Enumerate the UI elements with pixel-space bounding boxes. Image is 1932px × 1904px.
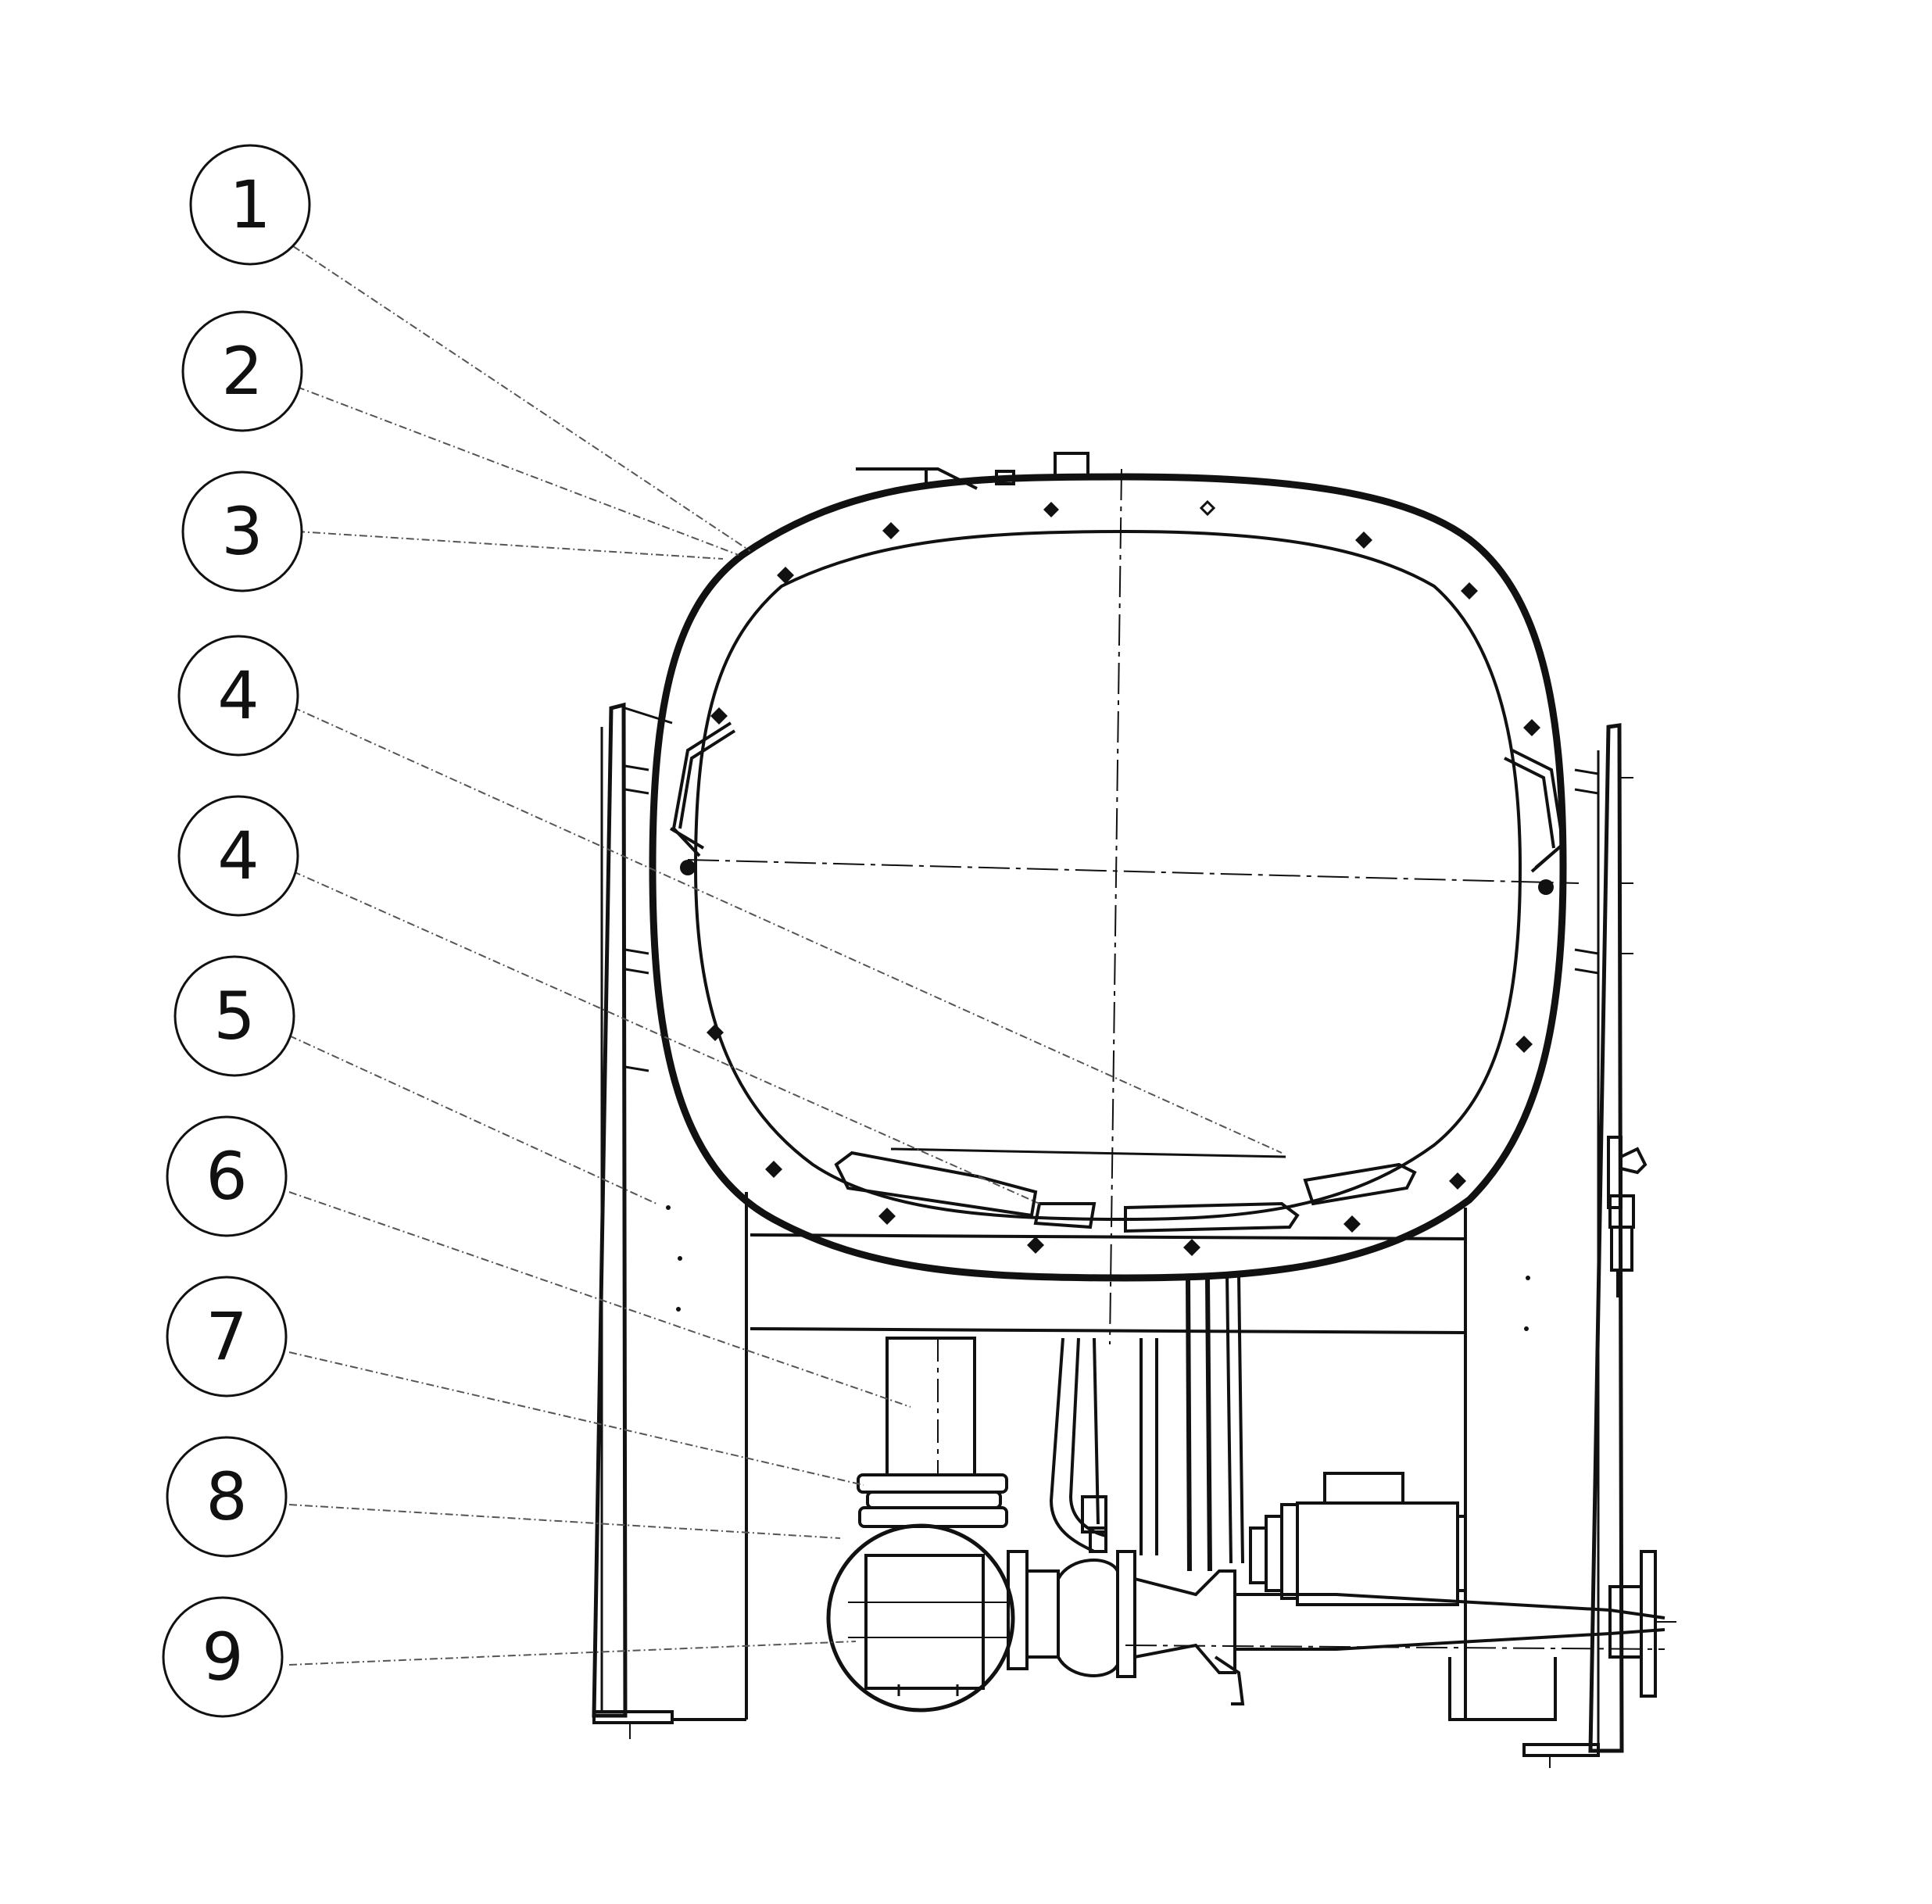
callout-label: 5 [213, 978, 255, 1054]
left-frame-plate [592, 702, 674, 1724]
top-fittings [856, 452, 1089, 490]
centerlines [687, 468, 1665, 1650]
callout-label: 4 [217, 818, 259, 894]
drive-assembly [826, 1337, 1676, 1713]
callout-label: 3 [221, 493, 263, 570]
right-side-handle [1607, 1136, 1648, 1297]
leader-1 [292, 245, 751, 552]
right-frame-dots [1524, 1276, 1551, 1768]
callout-2: 2 [181, 310, 303, 432]
callout-label: 4 [217, 657, 259, 734]
callout-9: 9 [162, 1596, 284, 1718]
callout-label: 7 [206, 1298, 247, 1375]
callout-label: 8 [206, 1458, 247, 1535]
callout-5: 5 [174, 955, 295, 1077]
leader-7 [288, 1351, 864, 1486]
vertical-pipes [1049, 1273, 1244, 1572]
callout-4b: 4 [177, 795, 299, 917]
leader-5 [288, 1035, 657, 1204]
right-frame-plate [1522, 723, 1633, 1757]
trunnion-brackets [669, 721, 1565, 873]
callout-label: 1 [229, 166, 270, 243]
callout-3: 3 [181, 471, 303, 592]
leader-6 [288, 1191, 911, 1408]
leader-lines [288, 245, 1283, 1666]
callout-8: 8 [166, 1436, 288, 1558]
support-structure [672, 1192, 1557, 1721]
left-frame-dots [629, 1205, 682, 1739]
callout-label: 2 [221, 333, 263, 410]
leader-4a [292, 707, 1283, 1154]
callout-label: 9 [202, 1619, 243, 1695]
barrel-shell [649, 473, 1567, 1282]
leader-9 [288, 1641, 857, 1666]
bottom-rails [834, 1147, 1417, 1233]
callout-label: 6 [206, 1138, 247, 1215]
leader-2 [296, 386, 739, 556]
callout-7: 7 [166, 1276, 288, 1398]
callout-6: 6 [166, 1115, 288, 1237]
leader-8 [288, 1504, 841, 1539]
motor [1249, 1472, 1465, 1606]
callout-4a: 4 [177, 635, 299, 757]
callout-1: 1 [189, 144, 311, 266]
leader-4b [292, 871, 1040, 1204]
callout-bubbles: 1 2 3 4 4 5 6 7 [162, 144, 311, 1718]
shell-bolts [680, 499, 1554, 1256]
leader-3 [296, 531, 724, 560]
